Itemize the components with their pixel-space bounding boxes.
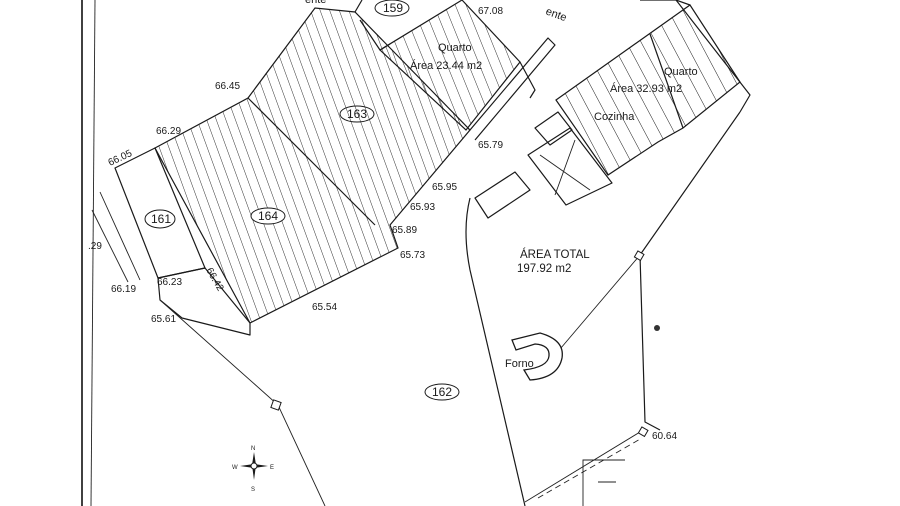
elevation-66-23: 66.23 <box>157 277 182 288</box>
elevation-65-93: 65.93 <box>410 202 435 213</box>
left-parallel-line-1 <box>91 209 129 283</box>
room-label-cozinha: Cozinha <box>594 111 635 123</box>
room-label-quarto-a: Quarto <box>438 42 472 54</box>
area-total-value: 197.92 m2 <box>517 263 571 275</box>
compass-s-label: S <box>251 487 255 493</box>
compass-w-label: W <box>232 465 238 471</box>
lot-164-bottom-edge <box>157 267 251 324</box>
small-structure-2 <box>474 171 531 219</box>
boundary-line-left-curve <box>465 197 526 506</box>
stair-x-2 <box>554 139 576 196</box>
room-area-quarto-b: Área 32.93 m2 <box>610 82 682 95</box>
forno-symbol <box>511 332 563 381</box>
cut-label-top-left: ente <box>305 0 326 6</box>
room-divider-quarto-cozinha <box>649 33 684 129</box>
boundary-marker-1 <box>270 399 282 411</box>
elevation-65-73: 65.73 <box>400 250 425 261</box>
elevation-65-95: 65.95 <box>432 182 457 193</box>
lot-159-outline <box>354 0 363 13</box>
elevation-65-79: 65.79 <box>478 140 503 151</box>
wall-segment-edge <box>519 61 536 99</box>
cut-label-left: .29 <box>88 241 102 252</box>
elevation-66-29: 66.29 <box>156 126 181 137</box>
stair-x-1 <box>539 154 591 191</box>
elevation-65-89: 65.89 <box>392 225 417 236</box>
svg-text:164: 164 <box>258 209 278 223</box>
lot-label-164: 164 <box>250 207 286 225</box>
area-total-title: ÁREA TOTAL <box>520 248 590 261</box>
outer-wall-right <box>675 0 751 113</box>
small-structure-1 <box>534 111 573 146</box>
bottom-box <box>582 459 625 506</box>
boundary-line-bottom <box>524 431 641 503</box>
lot-label-162: 162 <box>424 383 460 401</box>
boundary-line-southwest <box>157 277 251 336</box>
lot-label-159: 159 <box>374 0 410 17</box>
elevation-65-61: 65.61 <box>151 314 176 325</box>
elevation-66-19: 66.19 <box>111 284 136 295</box>
upper-wall-right <box>640 0 691 6</box>
elevation-65-54: 65.54 <box>312 302 337 313</box>
compass-rose: N S E W <box>232 446 274 493</box>
frame-line-inner <box>90 0 96 506</box>
compass-e-label: E <box>270 465 274 471</box>
lot-label-161: 161 <box>144 209 176 229</box>
boundary-marker-3 <box>637 426 649 438</box>
room-area-quarto-a: Área 23.44 m2 <box>410 59 482 72</box>
elevation-67-08: 67.08 <box>478 6 503 17</box>
svg-text:162: 162 <box>432 385 452 399</box>
forno-label: Forno <box>505 358 534 370</box>
lot-159-outline-2 <box>359 19 391 51</box>
room-label-quarto-b: Quarto <box>664 66 698 78</box>
lot-label-163: 163 <box>339 105 375 123</box>
svg-text:163: 163 <box>347 107 367 121</box>
left-parallel-line-2 <box>99 191 141 281</box>
cut-label-top-right: ente <box>544 6 568 25</box>
lot-divider-163-164 <box>247 97 376 226</box>
wall-segment-mid <box>469 37 556 141</box>
boundary-line-forno <box>554 254 641 356</box>
boundary-line-diagonal <box>159 299 326 506</box>
boundary-marker-2 <box>633 250 645 262</box>
pen-mark <box>654 325 660 331</box>
boundary-line-bottom-dash <box>537 437 643 499</box>
stair-block <box>527 127 613 206</box>
elevation-66-45: 66.45 <box>215 81 240 92</box>
svg-text:159: 159 <box>383 1 403 15</box>
elevation-60-64: 60.64 <box>652 431 677 442</box>
boundary-line-right <box>639 111 741 431</box>
compass-n-label: N <box>251 446 255 452</box>
svg-text:161: 161 <box>151 212 171 226</box>
